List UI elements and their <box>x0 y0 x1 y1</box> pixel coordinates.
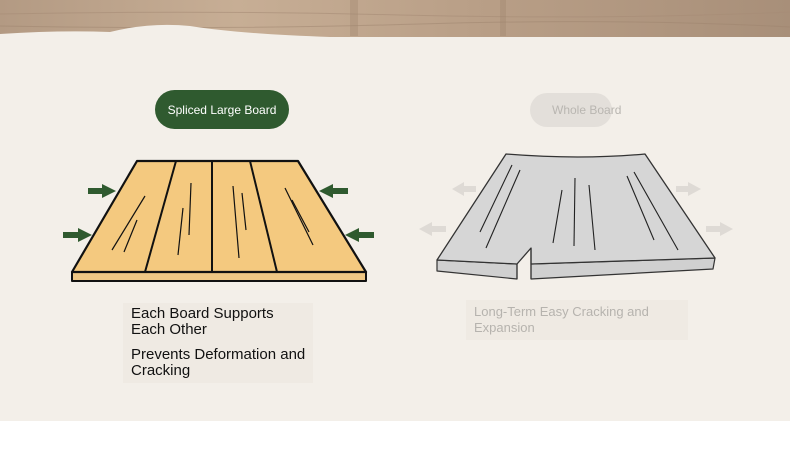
whole-caption: Long-Term Easy Cracking and Expansion <box>474 304 649 335</box>
whole-board <box>436 153 716 280</box>
arrow-left-icon <box>345 228 374 242</box>
arrow-outward-icon <box>706 222 733 236</box>
comparison-panel: Spliced Large Board Whole Board <box>0 0 790 421</box>
arrow-right-icon <box>63 228 92 242</box>
arrow-left-icon <box>319 184 348 198</box>
board-illustration <box>63 153 733 282</box>
spliced-board-badge: Spliced Large Board <box>155 90 289 129</box>
whole-board-badge-label: Whole Board <box>552 103 622 117</box>
spliced-caption-2: Prevents Deformation and Cracking <box>131 346 306 379</box>
spliced-board-badge-label: Spliced Large Board <box>167 102 277 117</box>
spliced-caption-1: Each Board Supports Each Other <box>131 305 274 338</box>
arrow-outward-icon <box>452 182 476 196</box>
arrow-outward-icon <box>676 182 701 196</box>
spliced-board <box>70 159 368 282</box>
arrow-outward-icon <box>419 222 446 236</box>
wood-texture-strip <box>0 0 790 42</box>
whole-caption-box <box>466 300 688 340</box>
spliced-caption-box <box>123 303 313 383</box>
arrow-right-icon <box>88 184 116 198</box>
whole-board-badge: Whole Board <box>530 93 621 127</box>
